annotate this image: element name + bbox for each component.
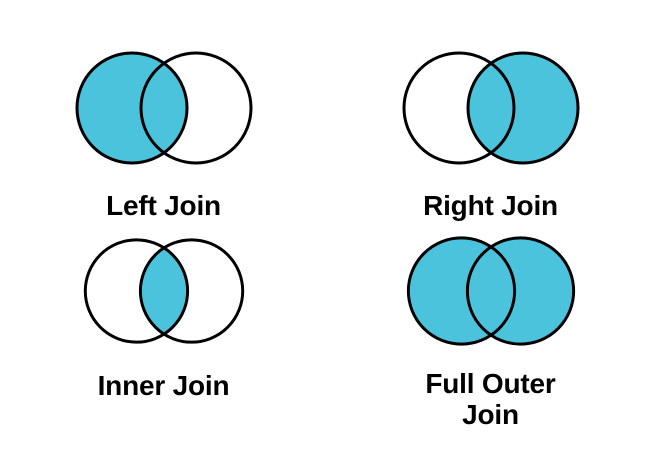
intersection-fill: [140, 53, 187, 163]
diagram-cell-inner-join: Inner Join: [0, 222, 327, 474]
venn-diagram-left-join: [75, 51, 252, 165]
label-inner-join: Inner Join: [97, 370, 230, 401]
right-circle-outline: [138, 238, 244, 344]
left-circle-outline: [406, 236, 516, 346]
left-circle-outline: [402, 51, 515, 165]
venn-diagram-full-outer-join: [406, 236, 575, 346]
right-circle-outline: [465, 236, 575, 346]
label-right-join: Right Join: [423, 190, 558, 221]
right-circle-outline: [466, 51, 579, 165]
label-left-join: Left Join: [106, 190, 221, 221]
intersection-fill: [139, 239, 188, 343]
diagram-cell-full-outer-join: Full Outer Join: [327, 222, 654, 474]
left-circle-outline: [75, 51, 188, 165]
label-full-outer-join: Full Outer Join: [425, 368, 556, 431]
left-circle-outline: [83, 238, 189, 344]
venn-diagram-right-join: [402, 51, 579, 165]
right-circle-outline: [139, 51, 252, 165]
diagram-cell-right-join: Right Join: [327, 0, 654, 222]
venn-diagram-inner-join: [83, 238, 244, 344]
intersection-fill: [466, 237, 515, 345]
intersection-fill: [467, 53, 514, 163]
diagram-cell-left-join: Left Join: [0, 0, 327, 222]
